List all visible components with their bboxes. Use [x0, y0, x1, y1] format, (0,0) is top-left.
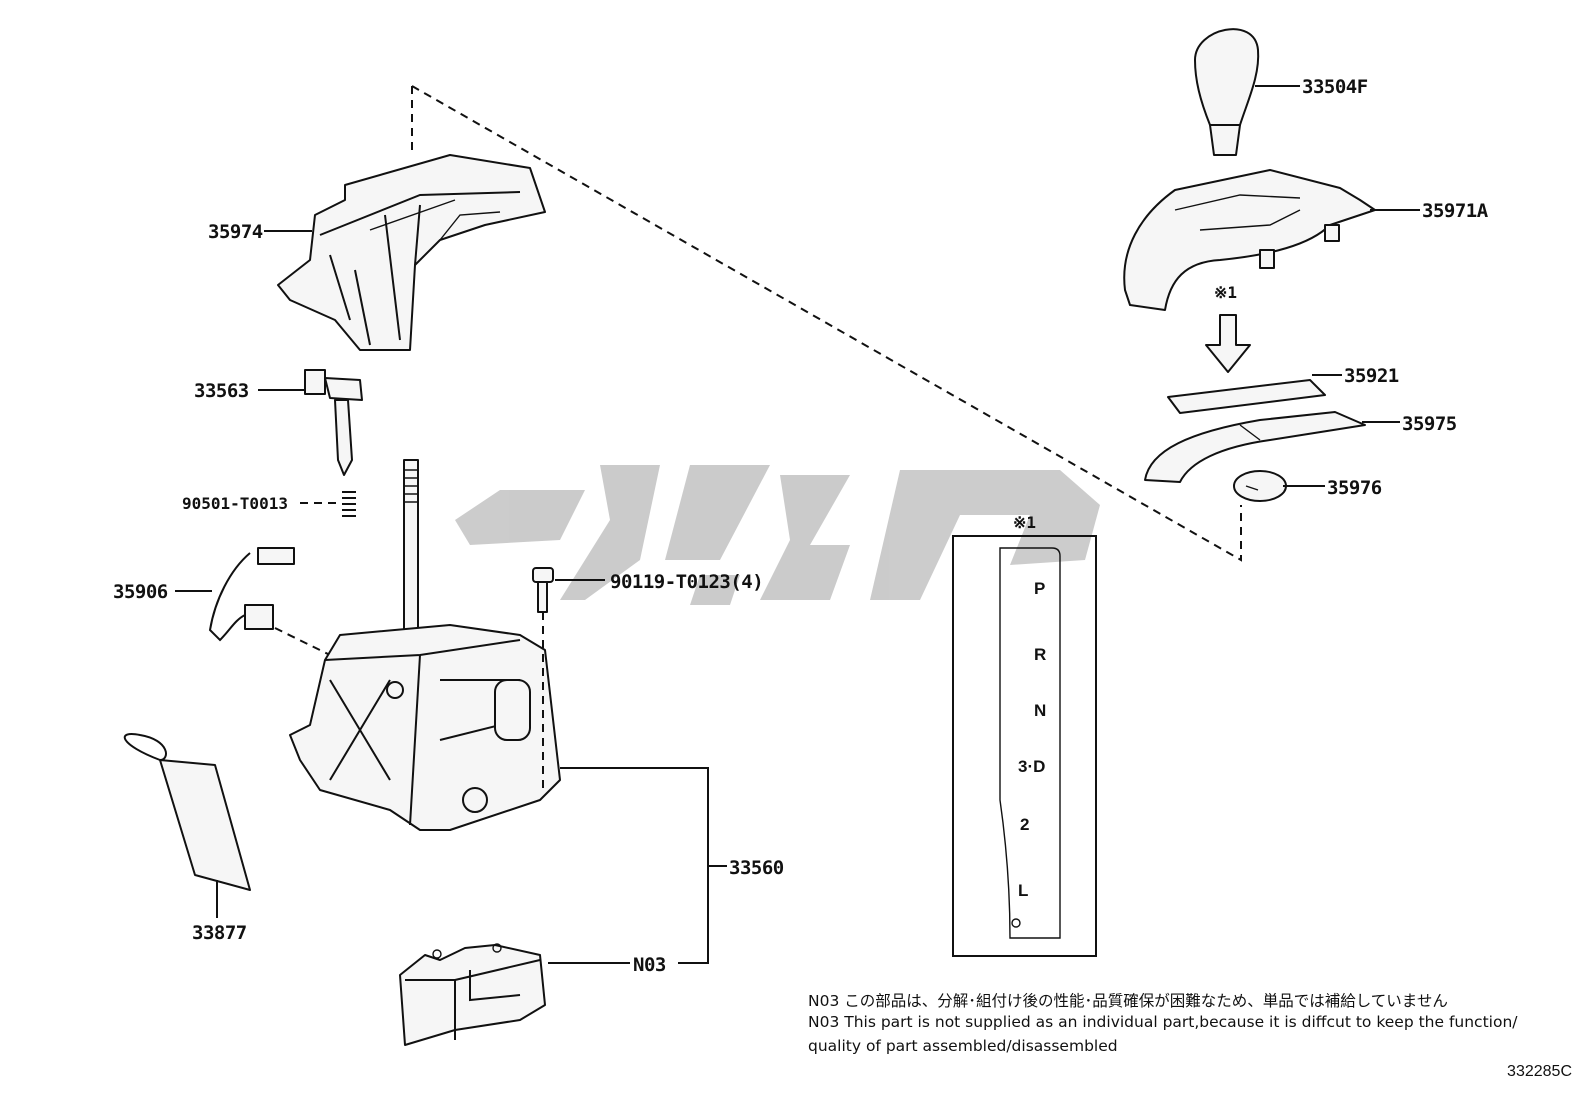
part-33563-lock-pin	[304, 369, 363, 476]
gate-position-2: N	[1034, 701, 1046, 720]
gate-position-3: 3·D	[1018, 757, 1045, 776]
note-line-english-2: quality of part assembled/disassembled	[808, 1037, 1118, 1055]
part-35974-housing	[277, 154, 546, 351]
label-35971A: 35971A	[1422, 200, 1489, 222]
part-35976-cap	[1233, 470, 1287, 502]
label-35921: 35921	[1344, 365, 1399, 387]
part-33877-label-tag	[123, 733, 251, 891]
label-35906: 35906	[113, 581, 168, 603]
part-33504F-shift-knob	[1194, 28, 1260, 156]
gate-position-4: 2	[1020, 815, 1029, 834]
part-N03-bracket	[399, 943, 546, 1046]
label-90501: 90501-T0013	[182, 494, 288, 513]
label-33504F: 33504F	[1302, 76, 1368, 98]
label-35976: 35976	[1327, 477, 1382, 499]
part-35975-slide-cover	[1144, 411, 1366, 483]
gate-position-1: R	[1034, 645, 1046, 664]
part-35906-wire-harness	[208, 547, 295, 642]
part-90501-spring	[342, 491, 356, 517]
part-35921-plate	[1167, 379, 1326, 414]
part-33560-shift-assembly	[289, 624, 561, 831]
note-line-english-1: N03 This part is not supplied as an indi…	[808, 1013, 1518, 1031]
watermark-logo	[455, 465, 1100, 605]
dashed-guide-outline	[411, 85, 1242, 562]
gate-position-list: P R N 3·D 2L	[1018, 579, 1046, 900]
gate-position-5: L	[1018, 881, 1028, 900]
gate-detail-box	[952, 535, 1097, 957]
gate-position-0: P	[1034, 579, 1045, 598]
ref-mark-top: ※1	[1214, 283, 1237, 302]
label-33560: 33560	[729, 857, 784, 879]
part-shift-lever-rod	[403, 459, 419, 651]
note-line-japanese: N03 この部品は、分解･組付け後の性能･品質確保が困難なため、単品では補給して…	[808, 992, 1448, 1010]
label-90119: 90119-T0123(4)	[610, 571, 763, 593]
label-33563: 33563	[194, 380, 249, 402]
ref-mark-gate: ※1	[1013, 513, 1036, 532]
label-35975: 35975	[1402, 413, 1457, 435]
part-35971A-indicator-bezel	[1123, 169, 1376, 311]
part-90119-bolt	[532, 567, 554, 613]
label-N03: N03	[633, 954, 666, 976]
label-35974: 35974	[208, 221, 263, 243]
arrow-down-icon	[1205, 314, 1251, 373]
document-id: 332285C	[1507, 1063, 1572, 1080]
label-33877: 33877	[192, 922, 247, 944]
